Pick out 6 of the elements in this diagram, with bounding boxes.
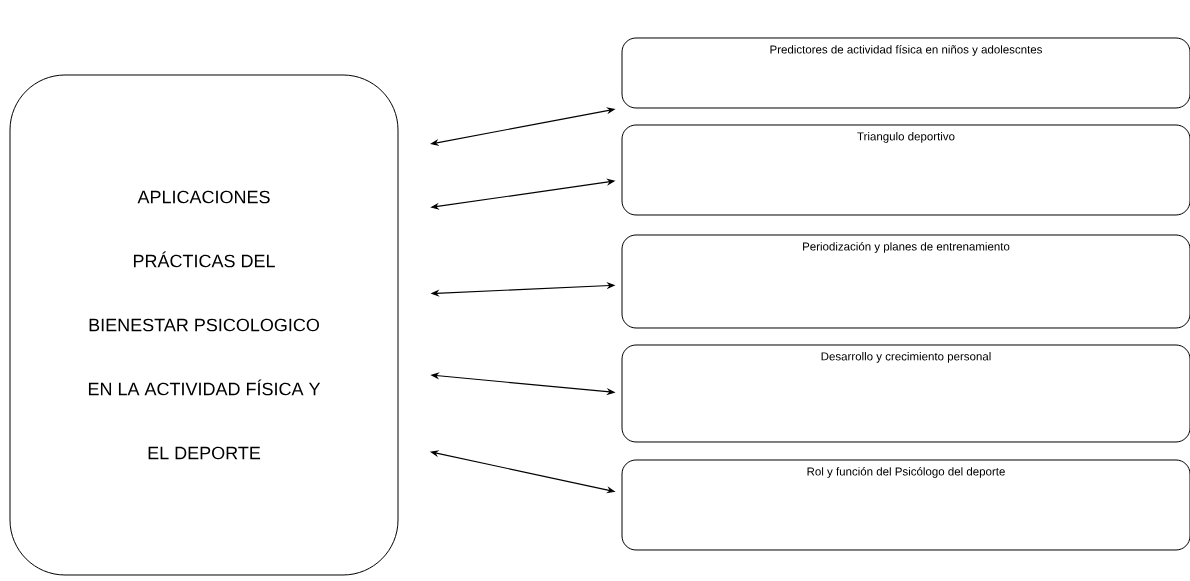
topic-box: Desarrollo y crecimiento personal <box>621 344 1190 443</box>
topic-box: Predictores de actividad física en niños y adolescntes <box>621 37 1190 109</box>
topic-box: Periodización y planes de entrenamiento <box>621 234 1190 329</box>
topic-box: APLICACIONES PRÁCTICAS DEL BIENESTAR PSICOLOGICO EN LA ACTIVIDAD FÍSICA Y EL DEPORTE <box>9 74 399 576</box>
topic-box: Triangulo deportivo <box>621 124 1190 216</box>
topic-box: Rol y función del Psicólogo del deporte <box>621 459 1190 551</box>
